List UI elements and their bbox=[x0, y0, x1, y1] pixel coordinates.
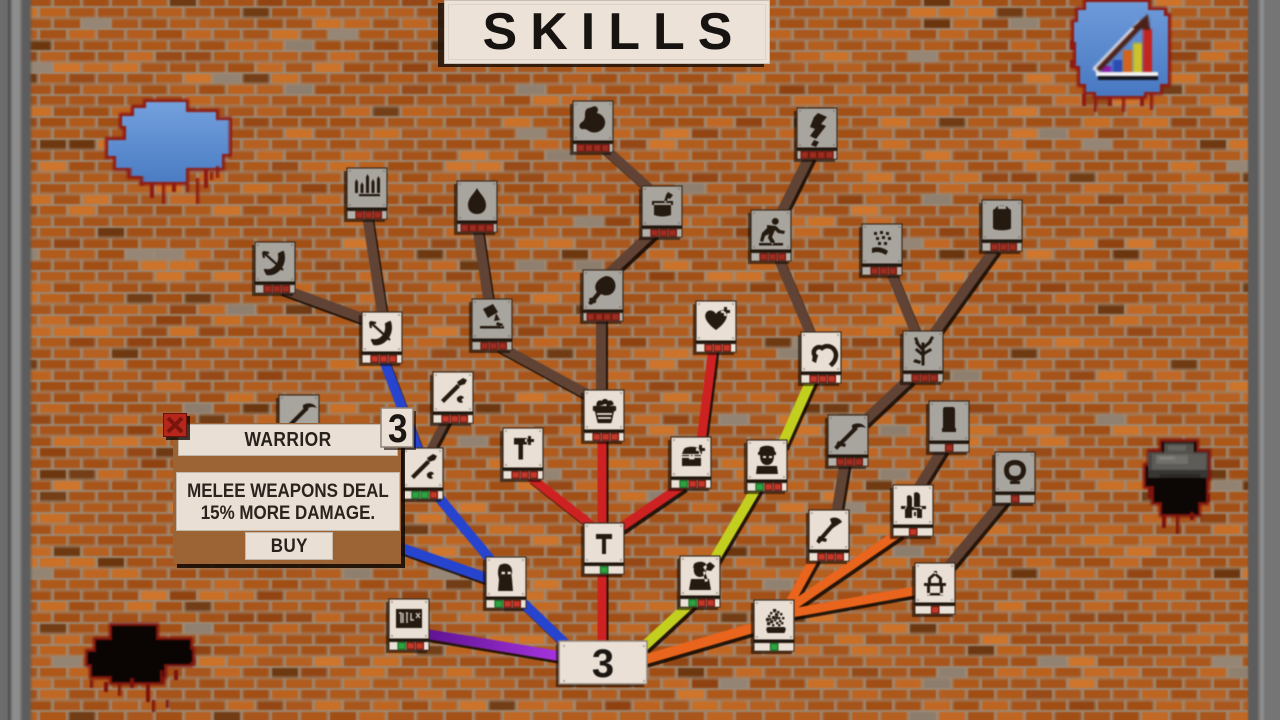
svg-text:3: 3 bbox=[592, 642, 614, 686]
